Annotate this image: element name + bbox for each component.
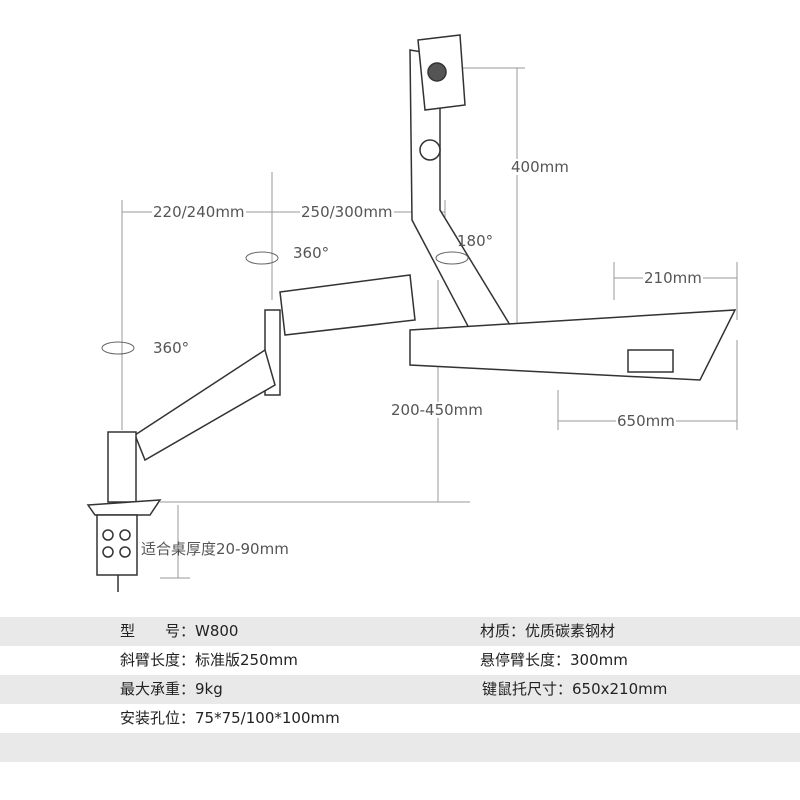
- spec-tray-size: 键鼠托尺寸：650x210mm: [482, 680, 668, 698]
- tray-depth-label: 210mm: [643, 269, 703, 287]
- spec-row: 安装孔位：75*75/100*100mm: [0, 704, 800, 733]
- rotation-arrows-icon: [101, 251, 469, 355]
- monitor-height-label: 400mm: [510, 158, 570, 176]
- rotation-top-label: 360°: [293, 244, 330, 262]
- spec-row: 斜臂长度：标准版250mm 悬停臂长度：300mm: [0, 646, 800, 675]
- arm-drawing: [86, 34, 737, 592]
- height-range-label: 200-450mm: [390, 401, 484, 419]
- spec-model: 型 号：W800: [120, 622, 239, 640]
- hover-arm-label: 250/300mm: [300, 203, 394, 221]
- desk-thickness-label: 适合桌厚度20-90mm: [141, 540, 289, 558]
- rotation-base-label: 360°: [152, 339, 191, 357]
- spec-max-load: 最大承重：9kg: [120, 680, 223, 698]
- spec-arm-length: 斜臂长度：标准版250mm: [120, 651, 298, 669]
- spec-row-empty: [0, 733, 800, 762]
- spec-material: 材质：优质碳素钢材: [480, 622, 616, 640]
- monitor-arm-diagram: [86, 34, 738, 592]
- spec-hover-arm-length: 悬停臂长度：300mm: [480, 651, 628, 669]
- spec-row: 最大承重：9kg 键鼠托尺寸：650x210mm: [0, 675, 800, 704]
- spec-row: 型 号：W800 材质：优质碳素钢材: [0, 617, 800, 646]
- tilt-label: 180°: [457, 232, 494, 250]
- arm-reach-label: 220/240mm: [152, 203, 246, 221]
- spec-vesa: 安装孔位：75*75/100*100mm: [120, 709, 340, 727]
- tray-width-label: 650mm: [616, 412, 676, 430]
